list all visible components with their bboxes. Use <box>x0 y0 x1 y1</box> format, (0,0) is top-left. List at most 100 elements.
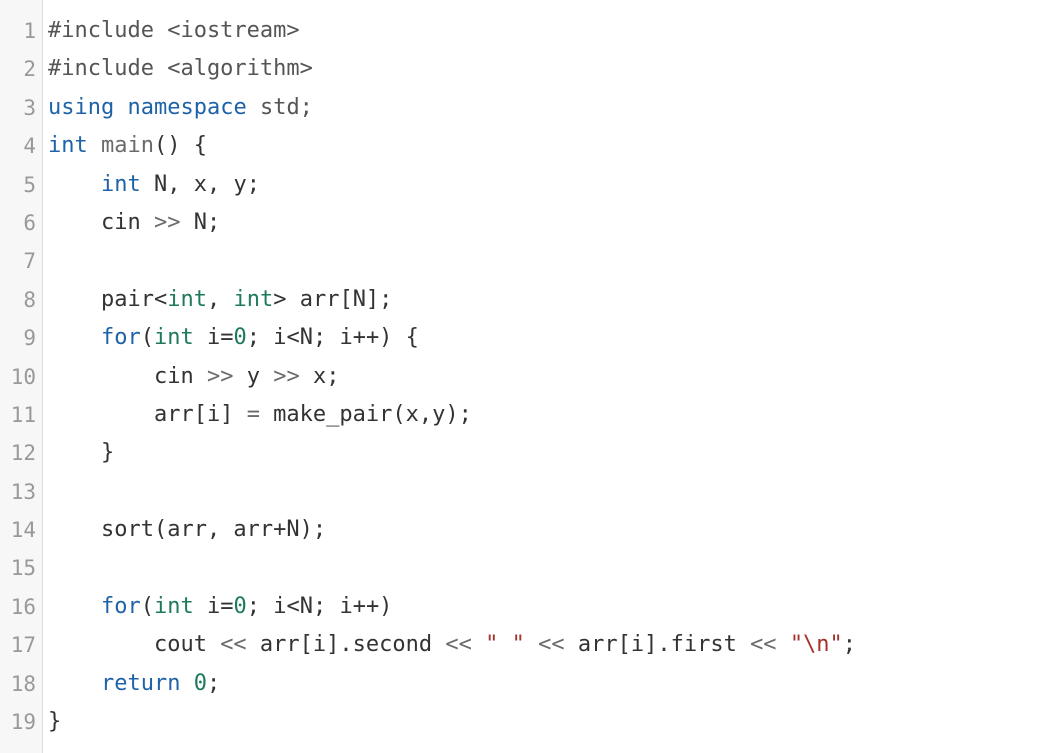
code-token: arr[i].first <box>564 632 751 658</box>
code-token: make_pair(x,y); <box>259 401 472 427</box>
code-line[interactable]: 14 sort(arr, arr+N); <box>0 511 1039 549</box>
code-area[interactable]: 1#include <iostream>2#include <algorithm… <box>0 12 1039 741</box>
line-text: #include <algorithm> <box>42 50 313 88</box>
code-token: ( <box>140 593 154 619</box>
line-text: for(int i=0; i<N; i++) <box>42 588 392 626</box>
line-text <box>42 549 48 587</box>
code-token: x; <box>299 363 340 389</box>
code-token: << <box>445 632 472 658</box>
line-text: cin >> N; <box>42 204 220 242</box>
code-token: for <box>100 325 141 351</box>
code-token: } <box>48 709 62 735</box>
code-token: y <box>233 363 274 389</box>
code-line[interactable]: 7 <box>0 242 1039 280</box>
code-token: arr[i].second <box>246 632 446 658</box>
code-token: int <box>153 325 194 351</box>
code-line[interactable]: 17 cout << arr[i].second << " " << arr[i… <box>0 626 1039 664</box>
line-number: 3 <box>23 95 36 120</box>
code-token: i= <box>193 325 234 351</box>
code-token: = <box>246 401 260 427</box>
line-number: 18 <box>10 671 36 696</box>
code-token: 0 <box>193 670 207 696</box>
line-number: 6 <box>23 210 36 235</box>
code-token: cin <box>48 209 154 235</box>
line-text: sort(arr, arr+N); <box>42 511 326 549</box>
code-token <box>180 671 193 696</box>
code-token <box>48 172 101 197</box>
line-number: 2 <box>23 57 36 82</box>
code-token: using <box>48 94 115 120</box>
code-token: ; <box>206 670 221 696</box>
code-token: "\n" <box>789 632 843 658</box>
code-line[interactable]: 9 for(int i=0; i<N; i++) { <box>0 319 1039 357</box>
code-token <box>472 632 485 657</box>
code-token: int <box>167 286 207 312</box>
code-token: return <box>100 670 181 696</box>
code-token: arr[i] <box>48 401 247 427</box>
code-token: >> <box>153 209 181 235</box>
code-token: , <box>206 286 234 312</box>
code-token: int <box>233 286 274 312</box>
code-line[interactable]: 16 for(int i=0; i<N; i++) <box>0 588 1039 626</box>
code-token: int <box>48 133 88 159</box>
code-token: 0 <box>233 325 247 351</box>
code-token: std; <box>246 94 313 120</box>
code-token: > arr[N]; <box>273 286 393 312</box>
code-token: i= <box>193 593 234 619</box>
code-token <box>48 325 101 350</box>
code-line[interactable]: 6 cin >> N; <box>0 204 1039 242</box>
code-token: ; i<N; i++) <box>246 593 393 619</box>
code-token <box>777 632 790 657</box>
code-token: << <box>538 632 565 658</box>
code-line[interactable]: 13 <box>0 473 1039 511</box>
code-line[interactable]: 18 return 0; <box>0 665 1039 703</box>
code-line[interactable]: 11 arr[i] = make_pair(x,y); <box>0 396 1039 434</box>
line-number: 8 <box>23 287 36 312</box>
code-line[interactable]: 1#include <iostream> <box>0 12 1039 50</box>
code-token: >> <box>273 363 300 389</box>
code-line[interactable]: 19} <box>0 703 1039 741</box>
line-text <box>42 242 48 280</box>
code-line[interactable]: 8 pair<int, int> arr[N]; <box>0 281 1039 319</box>
line-text: using namespace std; <box>42 89 313 127</box>
line-number: 17 <box>10 633 36 658</box>
code-token: << <box>220 632 247 658</box>
line-number: 9 <box>23 326 36 351</box>
line-text: return 0; <box>42 665 220 703</box>
line-text: for(int i=0; i<N; i++) { <box>42 319 419 357</box>
line-number: 1 <box>23 19 36 43</box>
code-token: () { <box>153 133 207 159</box>
code-line[interactable]: 12 } <box>0 434 1039 472</box>
line-text: int N, x, y; <box>42 166 260 204</box>
line-number: 14 <box>10 518 36 543</box>
code-token: ; <box>842 632 857 658</box>
line-number: 12 <box>10 441 36 466</box>
line-number: 7 <box>23 249 36 274</box>
code-token: } <box>48 440 115 466</box>
code-token: ( <box>140 325 154 351</box>
code-token: namespace <box>127 94 247 120</box>
code-line[interactable]: 5 int N, x, y; <box>0 166 1039 204</box>
line-text: cin >> y >> x; <box>42 358 340 396</box>
line-number-gutter <box>0 0 43 753</box>
line-text: pair<int, int> arr[N]; <box>42 281 392 319</box>
code-token <box>525 632 538 657</box>
line-text: arr[i] = make_pair(x,y); <box>42 396 472 434</box>
code-line[interactable]: 2#include <algorithm> <box>0 50 1039 88</box>
code-token: sort(arr, arr+N); <box>48 517 327 543</box>
code-line[interactable]: 15 <box>0 549 1039 587</box>
line-number: 4 <box>23 134 36 159</box>
line-number: 11 <box>10 402 36 427</box>
code-token: cout <box>48 632 221 658</box>
code-token <box>48 594 101 619</box>
code-token: for <box>100 593 141 619</box>
line-number: 10 <box>10 364 36 389</box>
code-token <box>114 95 127 120</box>
code-line[interactable]: 10 cin >> y >> x; <box>0 358 1039 396</box>
code-token: pair< <box>48 286 168 312</box>
line-number: 13 <box>10 479 36 504</box>
line-text <box>42 473 48 511</box>
